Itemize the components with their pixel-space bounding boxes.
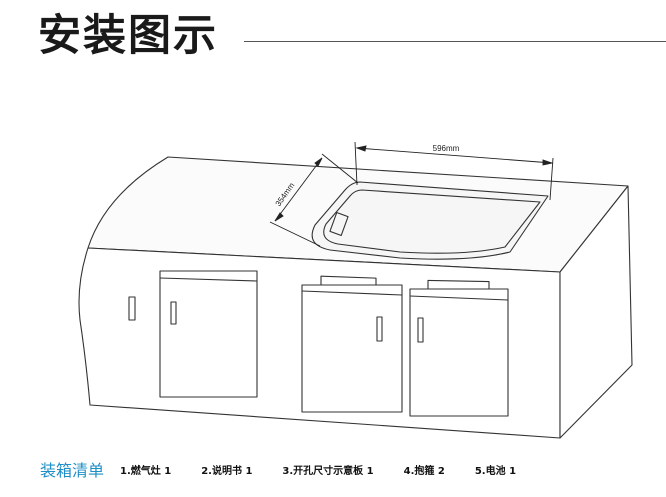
packing-item: 5.电池 1 [474, 465, 517, 477]
cooktop-cutout [311, 181, 549, 260]
middle-door [301, 284, 403, 413]
page-title: 安装图示 [38, 11, 218, 61]
left-door-handle [170, 301, 177, 325]
cabinet-side [559, 185, 633, 439]
middle-door-handle [376, 316, 383, 342]
packing-item: 2.说明书 1 [201, 465, 253, 477]
right-door [409, 288, 509, 417]
width-dimension-label: 596mm [433, 144, 460, 153]
title-divider [244, 41, 666, 42]
left-door [159, 270, 258, 398]
packing-item: 1.燃气灶 1 [120, 465, 172, 477]
right-door-handle [417, 317, 424, 343]
packing-list: 装箱清单 1.燃气灶 1 2.说明书 1 3.开孔尺寸示意板 1 4.抱箍 2 … [40, 458, 660, 480]
knob-slot [329, 212, 349, 236]
left-panel-handle [128, 296, 136, 321]
cutout-inner-edge [323, 189, 541, 254]
packing-item: 3.开孔尺寸示意板 1 [282, 465, 374, 477]
packing-list-title: 装箱清单 [40, 461, 105, 480]
packing-item: 4.抱箍 2 [403, 465, 445, 477]
